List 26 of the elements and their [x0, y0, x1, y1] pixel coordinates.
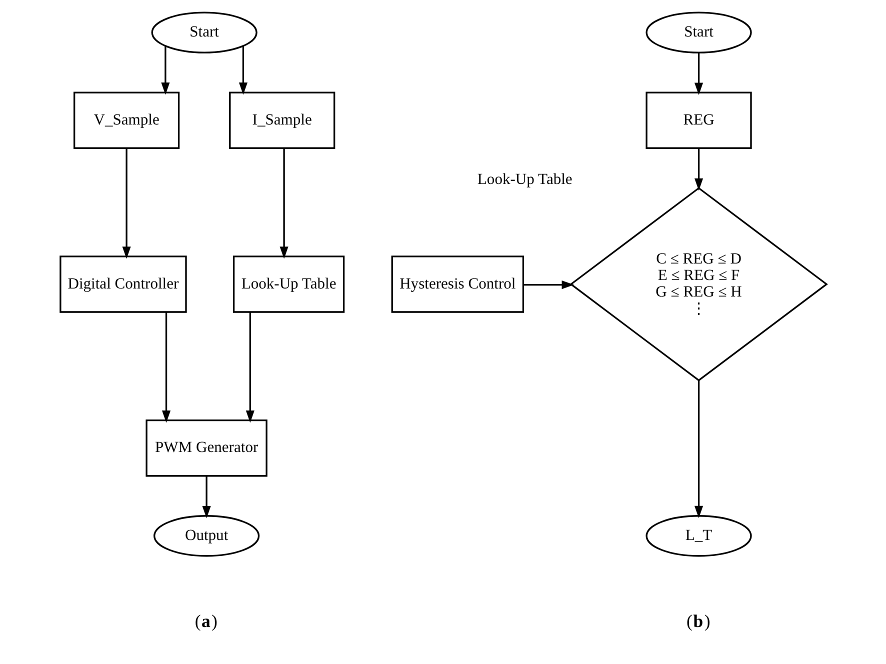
node-box: REG — [645, 92, 752, 149]
node-ellipse: L_T — [645, 515, 752, 557]
arrow — [522, 280, 574, 290]
arrow — [162, 312, 170, 423]
arrow — [122, 148, 130, 259]
node-box: Look-Up Table — [232, 256, 344, 313]
arrow — [202, 476, 210, 518]
node-box: Hysteresis Control — [390, 256, 524, 313]
arrow — [245, 312, 254, 423]
node-ellipse: Start — [150, 12, 257, 54]
node-box: V_Sample — [73, 92, 180, 149]
arrow — [694, 148, 703, 191]
node-ellipse: Start — [645, 12, 752, 54]
node-box: I_Sample — [228, 92, 335, 149]
node-ellipse: Output — [153, 515, 260, 557]
label: (b) — [686, 610, 710, 631]
node-box: PWM Generator — [145, 420, 267, 477]
arrow — [694, 380, 703, 518]
arrow — [694, 52, 703, 95]
arrow — [160, 46, 170, 95]
arrow — [279, 148, 288, 259]
node-label: Look-Up Table — [476, 170, 572, 188]
arrow — [238, 46, 247, 95]
node-box: Digital Controller — [59, 256, 186, 313]
label: (a) — [194, 610, 217, 631]
node-diamond: C ≤ REG ≤ D E ≤ REG ≤ F G ≤ REG ≤ H ⋮ — [569, 187, 828, 382]
